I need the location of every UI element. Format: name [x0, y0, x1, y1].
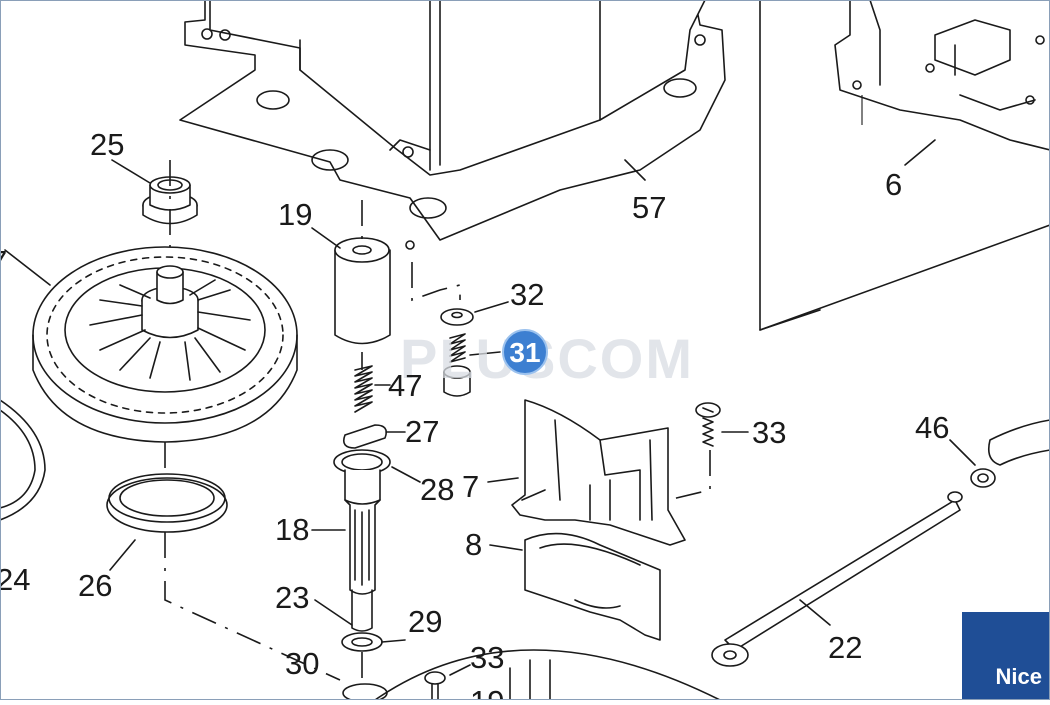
label-46: 46: [915, 410, 949, 445]
washer-part-29: [341, 632, 406, 690]
washer-part-32: [411, 262, 509, 326]
label-23: 23: [275, 580, 309, 615]
label-27: 27: [405, 414, 439, 449]
large-gear-part-17: [4, 246, 298, 470]
label-33-bottom: 33: [470, 640, 504, 675]
label-29: 29: [408, 604, 442, 639]
label-30: 30: [285, 646, 319, 681]
label-33: 33: [752, 415, 786, 450]
label-32: 32: [510, 277, 544, 312]
label-7: 7: [462, 469, 479, 504]
label-6: 6: [885, 167, 902, 202]
label-26: 26: [78, 568, 112, 603]
shield-part-8: [489, 532, 661, 641]
cover-part-7: [487, 399, 686, 546]
watermark-badge-number: 31: [509, 337, 540, 368]
motor-housing: [209, 0, 706, 176]
washer-part-46: [949, 419, 1050, 488]
nice-logo-badge: Nice: [962, 612, 1050, 700]
label-19: 19: [278, 197, 312, 232]
bracket-part-6: [834, 0, 1050, 166]
label-18: 18: [275, 512, 309, 547]
screw-part-31: [443, 333, 501, 397]
label-47: 47: [388, 368, 422, 403]
screw-part-33: [667, 402, 749, 501]
shaft-part-18: [311, 469, 381, 632]
label-19-bottom: 19: [470, 684, 504, 700]
label-22: 22: [828, 630, 862, 665]
circlip-part-28: [333, 449, 421, 483]
spring-part-47: [354, 365, 391, 413]
label-24: 24: [0, 562, 30, 597]
watermark-badge: 31: [502, 329, 548, 375]
ring-part-26: [106, 473, 341, 681]
spacer-part-19: [311, 200, 391, 370]
bushing-part-25: [111, 159, 198, 270]
label-25: 25: [90, 127, 124, 162]
part-30: [342, 683, 388, 703]
label-8: 8: [465, 527, 482, 562]
key-part-27: [342, 424, 406, 449]
pin-part-23: [314, 599, 353, 626]
label-28: 28: [420, 472, 454, 507]
label-57: 57: [632, 190, 666, 225]
label-17: 7: [0, 244, 7, 279]
nice-logo-text: Nice: [995, 664, 1042, 689]
rod-part-22: [711, 491, 963, 667]
screw-part-33-bottom: [424, 664, 471, 701]
gear-part-24: [0, 399, 46, 521]
